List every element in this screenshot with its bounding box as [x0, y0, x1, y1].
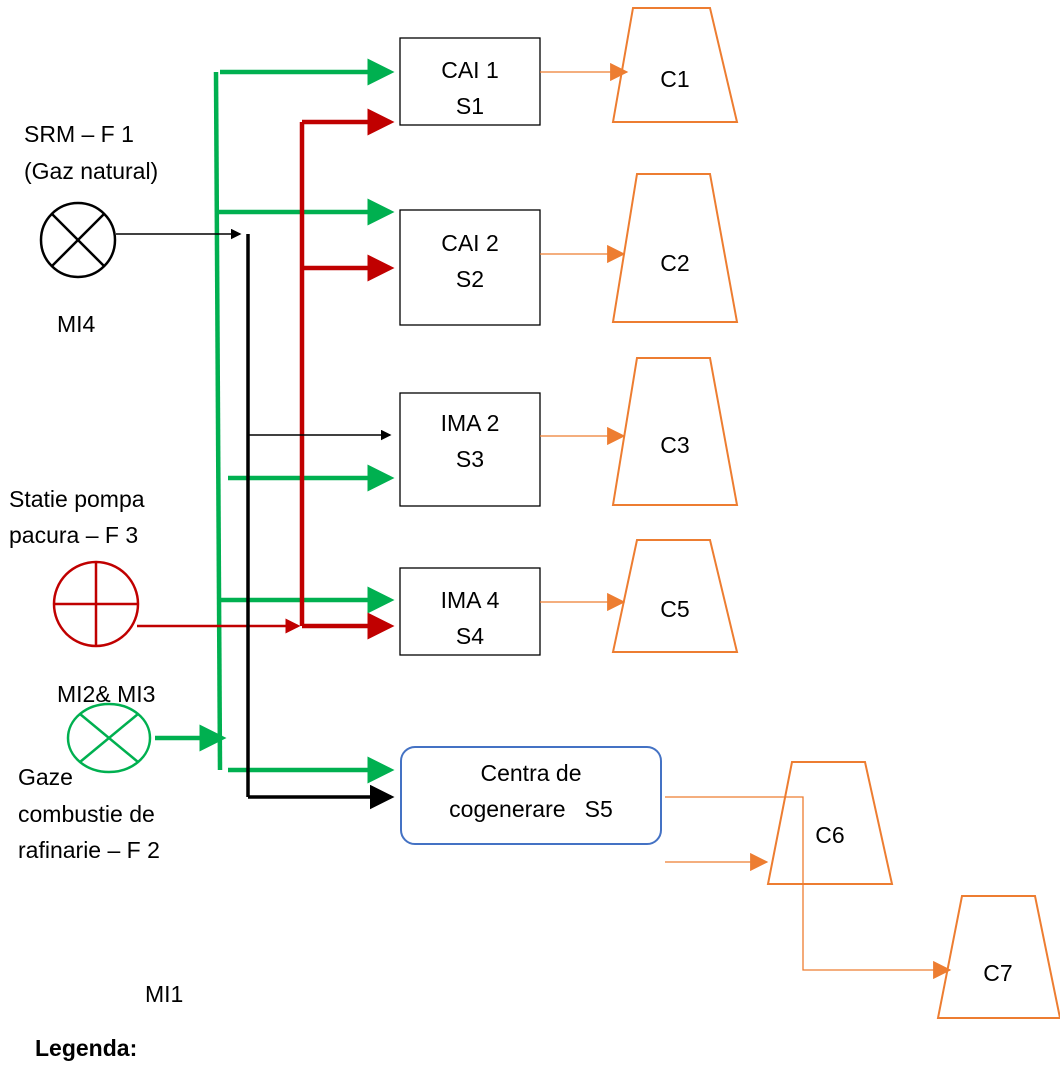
legend-title: Legenda:	[35, 1035, 138, 1061]
pump-label-line1: Statie pompa	[9, 486, 145, 512]
stack-label-c5: C5	[660, 596, 690, 622]
stack-label-c1: C1	[660, 66, 690, 92]
unit-label-cai2: CAI 2 S2	[401, 225, 539, 297]
stack-label-c7: C7	[983, 960, 1013, 986]
cai1-code: S1	[455, 93, 485, 118]
cogen-line2: cogenerare S5	[449, 796, 613, 822]
cogen-line1: Centra de	[480, 760, 582, 786]
ima2-name: IMA 2	[440, 410, 500, 436]
stack-c2	[611, 173, 739, 323]
stack-c1	[611, 7, 739, 123]
unit-box-ima4	[399, 567, 541, 656]
stack-label-c6: C6	[815, 822, 845, 848]
stack-c7	[936, 895, 1060, 1019]
refinery-label-line3: rafinarie – F 2	[18, 837, 160, 863]
pump-meter-label: MI2& MI3	[57, 681, 156, 707]
refinery-label-line1: Gaze	[18, 764, 73, 790]
pump-station-icon	[52, 560, 140, 648]
unit-box-cogen	[400, 746, 662, 845]
fuel-oil-lines	[299, 108, 395, 640]
unit-label-cogen: Centra de cogenerare S5	[403, 755, 659, 837]
stack-c6	[766, 761, 894, 885]
cai2-code: S2	[455, 266, 485, 292]
pump-label-line2: pacura – F 3	[9, 522, 139, 548]
refinery-meter-icon	[66, 702, 152, 774]
unit-box-cai2	[399, 209, 541, 326]
ima4-name: IMA 4	[440, 587, 500, 613]
srm-label-line2: (Gaz natural)	[24, 158, 159, 184]
natural-gas-lines	[116, 228, 395, 810]
stack-c3	[611, 357, 739, 506]
unit-label-cai1: CAI 1 S1	[401, 52, 539, 118]
unit-box-ima2	[399, 392, 541, 507]
refinery-label-line2: combustie de	[18, 801, 155, 827]
srm-meter-icon	[39, 201, 117, 279]
refinery-gas-lines	[155, 58, 395, 784]
unit-label-ima4: IMA 4 S4	[401, 582, 539, 648]
srm-meter-label: MI4	[57, 311, 96, 337]
stack-label-c2: C2	[660, 250, 690, 276]
stack-label-c3: C3	[660, 432, 690, 458]
cai1-name: CAI 1	[441, 57, 499, 83]
unit-label-ima2: IMA 2 S3	[401, 405, 539, 477]
unit-box-cai1	[399, 37, 541, 126]
ima2-code: S3	[455, 446, 485, 472]
stack-c5	[611, 539, 739, 653]
refinery-meter-label: MI1	[145, 981, 184, 1007]
ima4-code: S4	[455, 623, 485, 648]
srm-label-line1: SRM – F 1	[24, 121, 134, 147]
exhaust-flows	[540, 62, 952, 980]
cai2-name: CAI 2	[441, 230, 499, 256]
